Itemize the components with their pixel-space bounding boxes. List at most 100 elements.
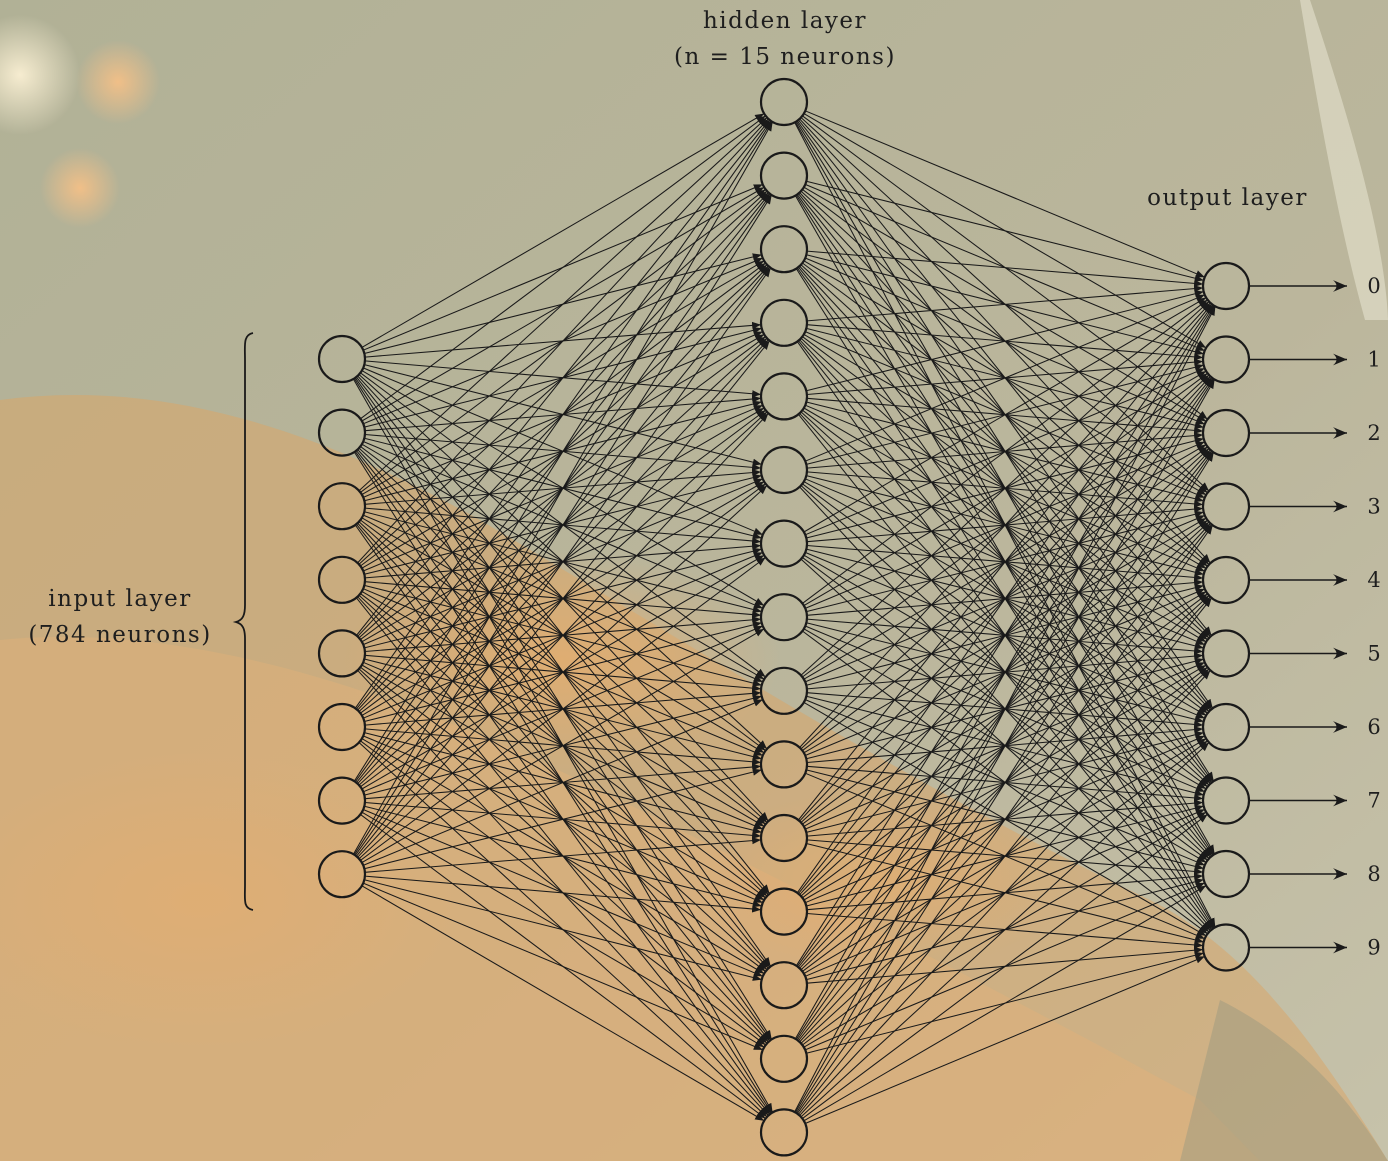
connection-edge — [364, 837, 762, 873]
connection-edge — [802, 813, 1208, 1120]
hidden-neuron — [759, 813, 809, 863]
input-layer-title: input layer — [48, 586, 192, 612]
input-neuron — [317, 776, 367, 825]
connection-edge — [806, 250, 1204, 287]
connection-edge — [794, 379, 1216, 1113]
hidden-neuron — [759, 372, 809, 421]
connection-edge — [800, 742, 1210, 1118]
input-neuron — [317, 408, 367, 457]
hidden-neuron — [759, 1034, 809, 1083]
connection-edge — [360, 115, 766, 420]
input-layer-subtitle: (784 neurons) — [28, 622, 212, 648]
output-digit-label: 2 — [1367, 421, 1380, 445]
connection-edge — [357, 118, 769, 564]
connection-edge — [804, 955, 1206, 1124]
output-layer-title: output layer — [1147, 185, 1308, 211]
hidden-neuron — [759, 961, 809, 1010]
input-hidden-connections — [352, 113, 774, 1122]
connection-edge — [800, 301, 1210, 676]
connection-edge — [355, 340, 771, 857]
connection-edge — [361, 628, 765, 864]
connection-edge — [364, 879, 762, 981]
hidden-layer-neurons — [759, 77, 809, 1157]
connection-edge — [799, 302, 1211, 748]
output-digit-label: 6 — [1367, 715, 1380, 739]
input-layer-brace — [232, 332, 254, 911]
hidden-neuron — [759, 666, 809, 715]
hidden-layer-title: hidden layer — [702, 8, 868, 34]
output-neuron — [1201, 776, 1251, 825]
connection-edge — [797, 303, 1213, 821]
output-neuron — [1201, 408, 1251, 458]
connection-edge — [361, 885, 765, 1122]
input-neuron — [317, 850, 367, 899]
hidden-layer-subtitle: (n = 15 neurons) — [674, 44, 896, 70]
hidden-neuron — [759, 740, 809, 789]
output-digit-label: 1 — [1367, 348, 1380, 372]
connection-edge — [797, 597, 1213, 1115]
output-neuron — [1201, 335, 1251, 384]
hidden-neuron — [759, 593, 809, 642]
output-digit-label: 3 — [1367, 495, 1380, 519]
hidden-neuron — [759, 151, 809, 200]
output-neuron — [1201, 482, 1251, 531]
hidden-neuron — [759, 519, 809, 568]
connection-edge — [360, 556, 766, 861]
hidden-output-connections — [794, 110, 1216, 1124]
connection-edge — [353, 194, 773, 856]
input-neuron — [317, 702, 367, 752]
connection-edge — [804, 294, 1206, 462]
output-digit-label: 8 — [1367, 862, 1380, 886]
input-neuron — [317, 482, 367, 531]
hidden-neuron — [759, 77, 809, 127]
connection-edge — [362, 882, 764, 1051]
output-neuron — [1201, 849, 1251, 899]
input-layer-neurons — [317, 334, 367, 899]
connection-edge — [799, 670, 1211, 1116]
output-neuron — [1201, 629, 1251, 678]
input-layer-label: input layer (784 neurons) — [0, 581, 240, 653]
input-neuron — [317, 555, 367, 604]
connection-edge — [794, 306, 1216, 1113]
connection-edge — [352, 121, 774, 855]
output-digit-label: 5 — [1367, 642, 1380, 666]
hidden-neuron — [759, 887, 809, 936]
connection-edge — [806, 285, 1204, 322]
output-digit-label: 0 — [1367, 274, 1380, 298]
connection-edge — [358, 117, 768, 492]
connection-edge — [796, 524, 1214, 1114]
hidden-layer-label: hidden layer (n = 15 neurons) — [600, 3, 970, 75]
input-neuron — [317, 629, 367, 678]
output-digit-label: 9 — [1367, 936, 1380, 960]
hidden-neuron — [759, 1108, 809, 1157]
connection-edge — [806, 180, 1204, 282]
output-neuron — [1201, 923, 1251, 972]
connection-edge — [796, 304, 1214, 894]
connection-edge — [364, 875, 762, 913]
hidden-neuron — [759, 225, 809, 274]
connection-edge — [806, 290, 1204, 392]
connection-edge — [361, 113, 765, 348]
connection-edge — [795, 305, 1215, 967]
connection-edge — [353, 121, 773, 782]
input-neuron — [317, 334, 367, 384]
connection-edge — [802, 299, 1208, 604]
connection-edge — [803, 885, 1207, 1122]
connection-edge — [358, 485, 768, 860]
connection-edge — [364, 768, 762, 870]
connection-edge — [354, 120, 772, 709]
connection-edge — [795, 452, 1215, 1114]
output-neuron — [1201, 702, 1251, 752]
output-neuron — [1201, 261, 1251, 311]
hidden-neuron — [759, 445, 809, 495]
output-neuron — [1201, 555, 1251, 605]
connection-edge — [804, 110, 1206, 278]
connection-edge — [794, 305, 1216, 1040]
output-layer-neurons — [1201, 261, 1251, 972]
output-digit-label: 7 — [1367, 789, 1380, 813]
connection-edge — [354, 267, 772, 856]
connection-edge — [803, 297, 1207, 533]
connection-edge — [357, 412, 769, 858]
